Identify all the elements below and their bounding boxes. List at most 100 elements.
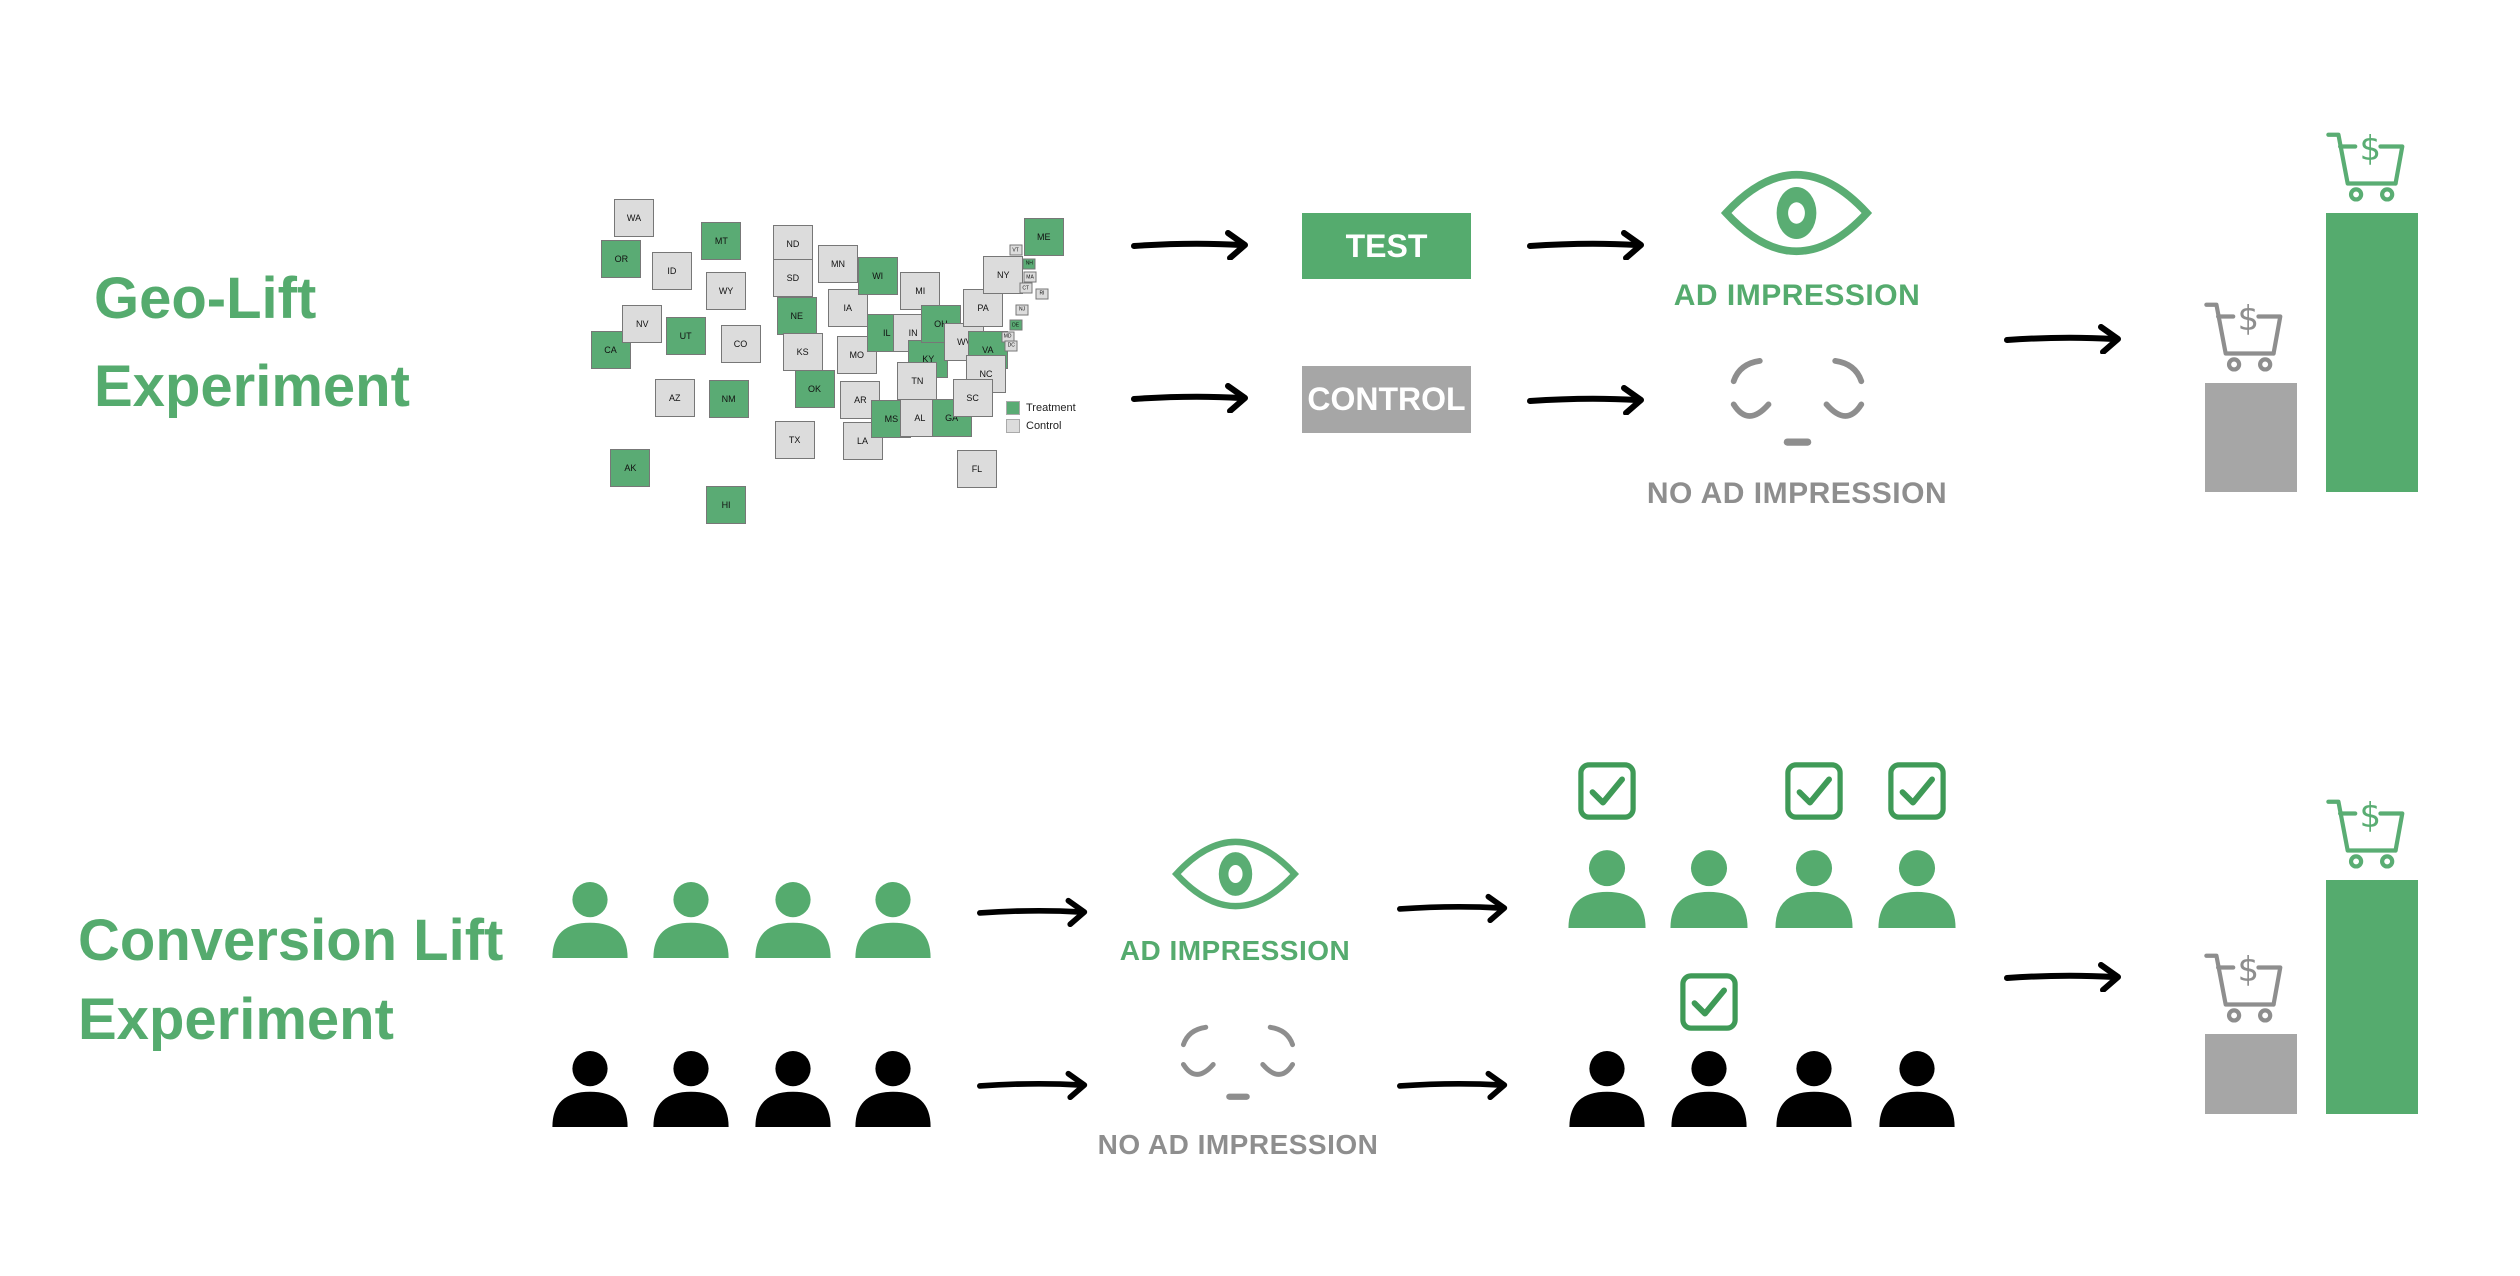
state-me: ME: [1023, 217, 1064, 256]
conversion-lift-title-line1: Conversion Lift: [78, 908, 504, 973]
geo-lift-title-line1: Geo-Lift: [94, 266, 317, 331]
control-group-box: CONTROL: [1302, 366, 1471, 433]
conversion-control-bar: [2205, 1034, 2297, 1114]
arrow-to-no-ad-impression: [1526, 385, 1648, 415]
shopping-cart-dollar-icon: $: [2200, 950, 2290, 1028]
geo-control-bar: [2205, 383, 2297, 492]
shopping-cart-dollar-icon: $: [2322, 129, 2412, 207]
conversion-lift-title-line2: Experiment: [78, 987, 394, 1052]
dollar-icon: $: [2238, 299, 2259, 338]
arrow-to-control: [1130, 383, 1252, 413]
state-mi: MI: [900, 271, 941, 310]
person-icon-exposed: [1668, 846, 1750, 928]
shopping-cart-dollar-icon: $: [2322, 796, 2412, 874]
state-hi: HI: [706, 486, 747, 525]
person-icon-holdout: [650, 1047, 732, 1127]
state-vt: VT: [1009, 244, 1023, 256]
state-ut: UT: [665, 317, 706, 356]
state-mt: MT: [701, 222, 742, 261]
dollar-icon: $: [2360, 796, 2381, 835]
person-icon-exposed: [752, 878, 834, 958]
state-nm: NM: [708, 379, 749, 418]
checkbox-checked-icon: [1888, 762, 1946, 820]
state-co: CO: [720, 325, 761, 364]
person-icon-holdout: [1668, 1047, 1750, 1127]
arrow-to-ad-impression: [1526, 230, 1648, 260]
legend-swatch-treatment: [1006, 401, 1020, 415]
no-ad-impression-label: NO AD IMPRESSION: [1097, 1129, 1379, 1160]
state-dc: DC: [1004, 340, 1018, 352]
sleeping-face-icon: [1176, 1022, 1300, 1102]
eye-icon: [1171, 838, 1300, 910]
state-tn: TN: [897, 361, 938, 400]
state-nv: NV: [622, 305, 663, 344]
checkbox-checked-icon: [1785, 762, 1843, 820]
state-ia: IA: [827, 289, 868, 327]
state-sd: SD: [772, 259, 813, 298]
person-icon-exposed: [1773, 846, 1855, 928]
shopping-cart-dollar-icon: $: [2200, 299, 2290, 377]
state-ar: AR: [840, 381, 881, 420]
state-nd: ND: [772, 224, 813, 263]
no-ad-impression-label: NO AD IMPRESSION: [1646, 477, 1948, 510]
ad-impression-label: AD IMPRESSION: [1673, 279, 1921, 312]
arrow-to-results: [2003, 962, 2125, 992]
person-icon-exposed: [549, 878, 631, 958]
arrow-to-exposed-outcomes: [1397, 893, 1510, 923]
state-or: OR: [601, 240, 642, 279]
checkbox-checked-icon: [1578, 762, 1636, 820]
legend-label: Control: [1026, 420, 1062, 432]
state-wi: WI: [857, 257, 898, 296]
state-ks: KS: [782, 333, 823, 372]
dollar-icon: $: [2360, 129, 2381, 168]
person-icon-exposed: [852, 878, 934, 958]
arrow-to-test: [1130, 230, 1252, 260]
state-ca: CA: [590, 330, 631, 369]
eye-icon: [1720, 170, 1873, 256]
control-label: CONTROL: [1307, 381, 1466, 417]
geo-lift-title-line2: Experiment: [94, 354, 410, 419]
person-icon-holdout: [852, 1047, 934, 1127]
person-icon-holdout: [1773, 1047, 1855, 1127]
legend-swatch-control: [1006, 419, 1020, 433]
state-pa: PA: [963, 289, 1004, 327]
state-ri: RI: [1035, 288, 1049, 300]
person-icon-exposed: [1876, 846, 1958, 928]
conversion-test-bar: [2326, 880, 2418, 1114]
geo-test-bar: [2326, 213, 2418, 492]
dollar-icon: $: [2238, 950, 2259, 989]
state-nj: NJ: [1015, 304, 1029, 316]
person-icon-holdout: [1876, 1047, 1958, 1127]
state-nh: NH: [1022, 258, 1036, 270]
arrow-to-no-ad-impression: [977, 1070, 1090, 1100]
state-mn: MN: [817, 244, 858, 283]
state-wa: WA: [614, 198, 654, 237]
state-id: ID: [651, 252, 692, 291]
checkbox-checked-icon: [1680, 973, 1738, 1031]
arrow-to-ad-impression: [977, 897, 1090, 927]
legend-treatment: Treatment: [1006, 401, 1076, 415]
arrow-to-holdout-outcomes: [1397, 1070, 1510, 1100]
legend-label: Treatment: [1026, 402, 1076, 414]
arrow-to-results: [2003, 324, 2125, 354]
state-de: DE: [1009, 319, 1023, 331]
sleeping-face-icon: [1725, 355, 1870, 448]
state-az: AZ: [654, 378, 695, 417]
state-tx: TX: [774, 420, 815, 459]
state-wy: WY: [706, 271, 747, 310]
state-ny: NY: [983, 255, 1024, 294]
state-ok: OK: [794, 370, 835, 409]
person-icon-holdout: [752, 1047, 834, 1127]
person-icon-exposed: [1566, 846, 1648, 928]
test-label: TEST: [1345, 227, 1428, 264]
state-fl: FL: [956, 449, 997, 488]
legend-control: Control: [1006, 419, 1061, 433]
state-ak: AK: [610, 448, 651, 487]
state-ma: MA: [1023, 271, 1037, 283]
state-sc: SC: [952, 378, 993, 417]
test-group-box: TEST: [1302, 213, 1471, 279]
person-icon-holdout: [549, 1047, 631, 1127]
person-icon-holdout: [1566, 1047, 1648, 1127]
ad-impression-label: AD IMPRESSION: [1119, 935, 1351, 966]
state-ct: CT: [1019, 282, 1033, 294]
